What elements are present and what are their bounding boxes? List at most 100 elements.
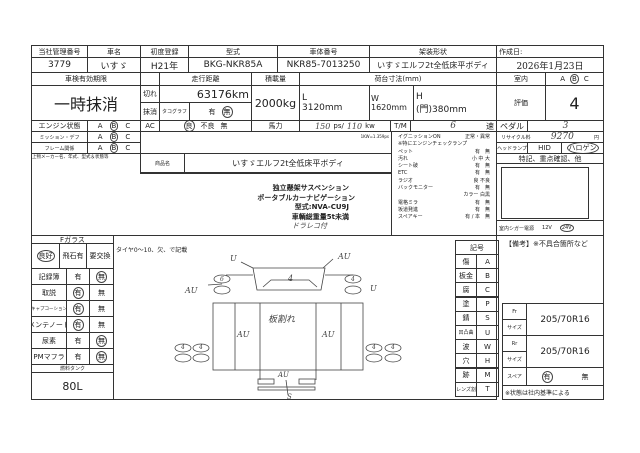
equip-value: 有 無 [474,206,490,213]
load: 2000kg [251,85,300,121]
equip-value: カラー 白黒 [463,192,490,199]
opt: 無 [98,304,105,313]
h-value: (門)380mm [416,104,467,115]
opt-selected: B [109,132,119,142]
tire [174,343,192,353]
remarks-label: 【備考】※不具合箇所など [505,240,588,248]
tire [384,353,402,363]
tachograph: 有無 [189,102,252,121]
h-label: H [416,91,423,102]
tire-mark: 4 [351,276,355,283]
windshield [262,279,318,288]
opt: 有 [72,286,84,299]
special-inner [501,167,589,219]
tire-mark: 6 [220,276,224,283]
legend-name: 波 [455,339,477,355]
damage-mark: S [287,393,292,401]
opt: 不良 [200,122,215,130]
doc-yes: 有 [66,316,90,333]
opt: 12V [542,225,552,231]
product-label: 商品名 [140,153,185,174]
doc-no: 無 [89,268,114,285]
feature: 車輌総重量5t未満 [291,212,349,221]
doc-yes: 有 [66,348,90,365]
legend-code: B [476,268,499,284]
chassis-no: NKR85-7013250 [277,57,370,73]
damage-mark: 4 [288,274,294,283]
legend-code: U [476,325,499,340]
equip-row: ペット有 無 [398,149,490,156]
blank-cell [140,72,160,86]
remarks: 【備考】※不具合箇所など [502,235,604,304]
doc-label: PMマフラ [31,348,67,365]
opt: 無 [96,350,107,363]
legend-code: A [476,254,499,269]
damage-mark: AU [278,371,289,379]
tire [344,285,362,295]
equip-label: シート破 [398,163,419,170]
opt: 有 [74,336,82,345]
damage-mark: AU [338,252,351,261]
equip-label: バックモニター [398,185,434,192]
power-note: 1KW=1.359ps [360,134,389,139]
legend-name: 穴 [455,353,477,369]
legend-name: 腐 [455,282,477,298]
mgmt-no: 3779 [31,57,88,73]
l-label: L [302,93,308,103]
opt: 有 [74,272,82,281]
footnote: ※状態は社内基準による [502,385,604,400]
opt: C [583,75,589,83]
doc-label: キャプコーション [31,300,67,317]
opt: C [125,133,131,141]
tire [213,285,231,295]
leader [240,261,254,269]
equip-value: 有 / 本 無 [465,214,490,221]
equip-row: 汚れ小 中 大 [398,156,490,163]
equip-value: 正常・異常 [464,134,490,140]
legend-name: 塗 [455,296,477,312]
opt: 無 [581,372,589,381]
ps-value: 150 [315,121,331,131]
legend-name: 傷 [455,254,477,269]
tire [192,343,210,353]
bumper [257,386,316,391]
feature: 独立懸架サスペンション [272,184,349,192]
truck-diagram [174,258,402,396]
cab-outline [252,267,326,291]
car-name: いすゞ [87,57,141,73]
doc-label: メンテノート [31,316,67,333]
opt: A [97,144,103,152]
dereg-label: 抹消 [140,102,160,121]
doc-label: 取説 [31,284,67,301]
legend-name: 錆 [455,310,477,326]
spare-label: スペア [502,367,527,386]
equip-value: 有 無 [474,185,490,192]
equip-label: 坂道発進 [398,206,419,213]
equip-value: 有 無 [474,199,490,206]
model: BKG-NKR85A [188,57,278,73]
leader [285,379,289,396]
kw-unit: kw [365,122,375,130]
bed-outline [212,302,364,371]
equip-label: 電格ミラ [398,199,419,206]
opt: 有 [74,352,82,361]
opt-selected: ハロゲン [566,143,599,153]
product-name: いすゞエルフ2t全低床平ボディ [184,153,392,174]
glass-replace: 要交換 [86,243,114,269]
feature-handwritten: ドラレコ付 [292,222,327,230]
legend-code: M [476,367,499,383]
opt: 有 [72,302,84,315]
tire [384,343,402,353]
fr-size-label: サイズ [502,319,527,336]
doc-label: 記録簿 [31,268,67,285]
tire [365,343,383,353]
doc-label: 尿素 [31,332,67,349]
legend-code: S [476,310,499,326]
legend-code: H [476,353,499,369]
damage-mark: AU [185,286,198,295]
tm-value: 6 [450,121,456,131]
doc-yes: 有 [66,284,90,301]
opt: 無 [96,334,107,347]
equip-row: スペアキー有 / 本 無 [398,214,490,221]
